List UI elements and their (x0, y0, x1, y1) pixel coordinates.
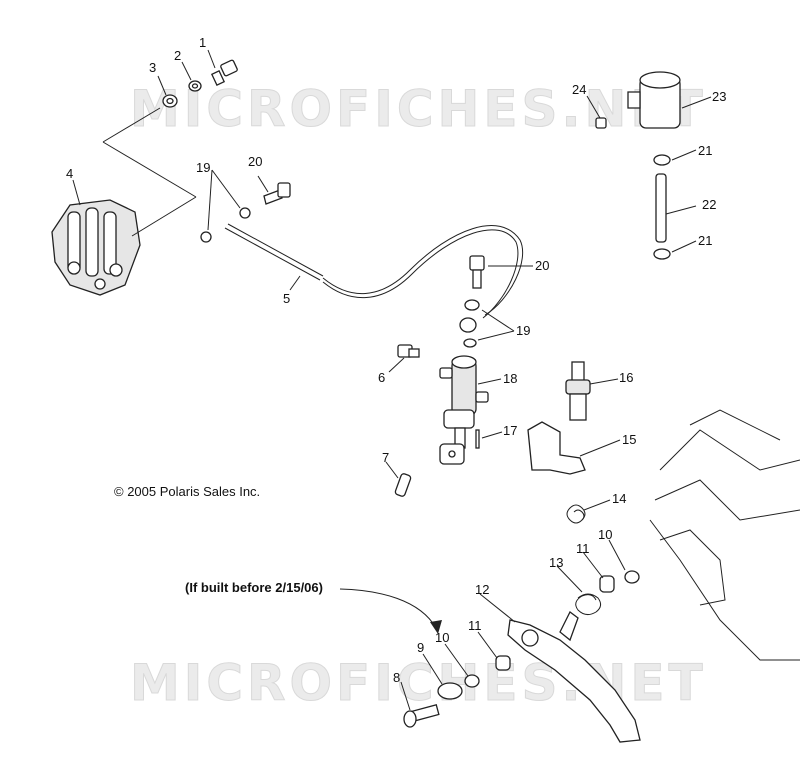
washer-19-right-a (464, 299, 480, 311)
callout-21-lower: 21 (698, 233, 712, 248)
bushing-11-lower (495, 655, 511, 671)
vehicle-frame (649, 409, 800, 661)
callout-15: 15 (622, 432, 636, 447)
washer-19-right-b (463, 338, 477, 348)
bushing-11-upper (599, 575, 615, 593)
return-spring-14 (566, 504, 586, 524)
callout-5: 5 (283, 291, 290, 306)
callout-11-lower: 11 (468, 618, 482, 633)
callout-3: 3 (149, 60, 156, 75)
washer-10-lower (464, 674, 480, 688)
callout-23: 23 (712, 89, 726, 104)
callout-19-right: 19 (516, 323, 530, 338)
brake-hose (224, 223, 524, 319)
callout-24: 24 (572, 82, 586, 97)
banjo-bolt-20-upper (263, 182, 291, 205)
clevis-pin-7 (394, 473, 412, 497)
callout-20-upper: 20 (248, 154, 262, 169)
callout-7: 7 (382, 450, 389, 465)
callout-2: 2 (174, 48, 181, 63)
callout-19-left: 19 (196, 160, 210, 175)
callout-12: 12 (475, 582, 489, 597)
banjo-bolt-20-lower (469, 255, 485, 289)
callout-6: 6 (378, 370, 385, 385)
copyright-text: © 2005 Polaris Sales Inc. (114, 484, 260, 499)
callout-18: 18 (503, 371, 517, 386)
pivot-bolt-8 (403, 704, 440, 728)
callout-8: 8 (393, 670, 400, 685)
washer-19-left-b (239, 207, 251, 219)
bracket-15 (527, 421, 586, 475)
callout-9: 9 (417, 640, 424, 655)
brake-caliper (51, 199, 141, 296)
callout-14: 14 (612, 491, 626, 506)
hose-clamp-21-lower (653, 248, 671, 260)
banjo-bolt-1 (210, 59, 238, 86)
callout-17: 17 (503, 423, 517, 438)
callout-21-upper: 21 (698, 143, 712, 158)
washer-3 (162, 94, 178, 108)
callout-20-lower: 20 (535, 258, 549, 273)
washer-10-upper (624, 570, 640, 584)
washer-2 (188, 80, 202, 92)
reservoir-hose-22 (655, 173, 667, 243)
build-date-note: (If built before 2/15/06) (185, 580, 323, 595)
callout-10-lower: 10 (435, 630, 449, 645)
screw-24 (595, 117, 607, 129)
bolt-6 (397, 344, 420, 358)
spacer-16 (565, 361, 591, 421)
master-cylinder (439, 355, 489, 465)
callout-10-upper: 10 (598, 527, 612, 542)
callout-22: 22 (702, 197, 716, 212)
watermark-top: MICROFICHES.NET (130, 80, 707, 138)
return-spring-13 (575, 593, 602, 616)
note-arrowhead (430, 620, 442, 634)
washer-9 (437, 682, 463, 700)
callout-11-upper: 11 (576, 541, 590, 556)
cotter-pin-17 (475, 429, 480, 449)
washer-19-left-a (200, 231, 212, 243)
banjo-fitting (459, 317, 477, 333)
callout-13: 13 (549, 555, 563, 570)
reservoir-23 (627, 71, 681, 129)
callout-4: 4 (66, 166, 73, 181)
callout-16: 16 (619, 370, 633, 385)
callout-1: 1 (199, 35, 206, 50)
brake-pedal-12 (507, 611, 641, 743)
hose-clamp-21-upper (653, 154, 671, 166)
